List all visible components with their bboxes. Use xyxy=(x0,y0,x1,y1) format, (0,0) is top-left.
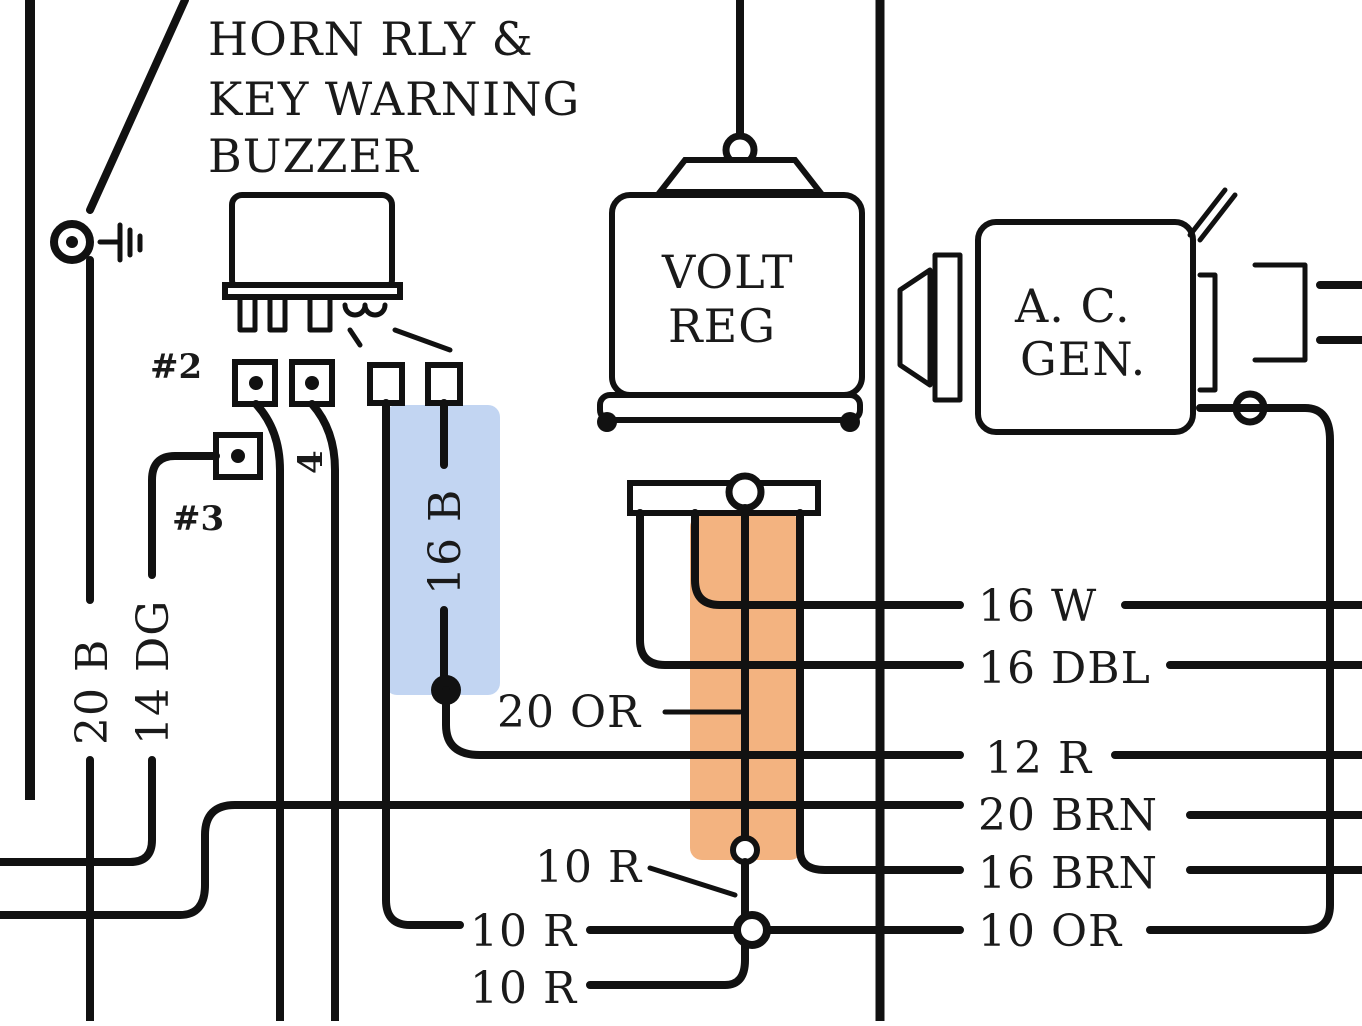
horn-relay-body xyxy=(229,192,395,293)
wire-label-12r: 12 R xyxy=(985,733,1093,784)
wire-terminal-a-down xyxy=(382,399,464,929)
wire-label-16b: 16 B xyxy=(420,489,471,595)
volt-reg-label-1: VOLT xyxy=(661,245,794,299)
wire-t2-down xyxy=(252,400,284,1025)
terminal-3-dot xyxy=(231,449,245,463)
wire-16b-to-12r xyxy=(442,686,964,759)
wire-label-10or: 10 OR xyxy=(978,906,1123,957)
volt-reg-connector xyxy=(627,480,821,516)
ac-gen-body xyxy=(975,219,1196,435)
terminal-4-connector xyxy=(289,359,335,407)
wire-t4-down xyxy=(308,400,339,1025)
wire-16dbl-from-reg xyxy=(636,509,964,669)
ground-strap xyxy=(86,0,189,214)
horn-relay-label-3: BUZZER xyxy=(208,129,419,183)
terminal-2-label: #2 xyxy=(150,347,202,387)
wire-label-14dg: 14 DG xyxy=(128,600,179,745)
horn-relay-label-2: KEY WARNING xyxy=(208,72,580,126)
horn-relay-pins xyxy=(237,297,388,333)
ground-bolt-center xyxy=(66,236,78,248)
ac-gen-label-1: A. C. xyxy=(1014,279,1131,333)
terminal-a-connector xyxy=(367,362,405,406)
volt-reg-cap xyxy=(653,157,827,195)
volt-reg-base xyxy=(597,392,863,423)
wire-label-20brn: 20 BRN xyxy=(978,790,1158,841)
wire-10r-b xyxy=(586,941,749,989)
wire-label-20b: 20 B xyxy=(67,639,118,745)
terminal-2-dot xyxy=(249,376,263,390)
terminal-b-connector xyxy=(425,362,463,406)
junction-10r xyxy=(733,911,771,949)
wire-16w-from-reg xyxy=(691,509,964,609)
wire-label-16w: 16 W xyxy=(978,581,1097,632)
wire-label-20or: 20 OR xyxy=(497,687,642,738)
ground-symbol xyxy=(97,222,143,263)
volt-reg-foot-left xyxy=(597,412,617,432)
ac-gen-belt-mark xyxy=(1187,187,1238,243)
horn-relay-base xyxy=(222,282,403,300)
ac-gen-right-bracket xyxy=(1197,262,1308,393)
ac-gen-label-2: GEN. xyxy=(1020,332,1146,386)
blue-highlight xyxy=(385,405,500,695)
horn-relay-leads xyxy=(347,327,453,353)
right-continuations xyxy=(1111,601,1362,874)
wire-16brn-from-reg xyxy=(796,509,964,874)
terminal-4-dot xyxy=(305,376,319,390)
volt-reg-connector-center xyxy=(725,472,765,512)
wire-label-10r-a: 10 R xyxy=(470,906,578,957)
volt-reg-label-2: REG xyxy=(668,299,776,353)
ac-gen-pulley-left xyxy=(897,252,963,403)
wire-label-10r-b: 10 R xyxy=(470,963,578,1014)
wire-label-16dbl: 16 DBL xyxy=(978,643,1151,694)
terminal-3-label: #3 xyxy=(172,499,224,539)
ac-gen-output-wires xyxy=(1316,281,1362,344)
wire-20brn xyxy=(0,801,964,919)
wire-label-10r-junction: 10 R xyxy=(535,842,643,893)
horn-relay-label-1: HORN RLY & xyxy=(208,12,534,66)
wire-14dg xyxy=(0,452,220,866)
wire-label-16brn: 16 BRN xyxy=(978,848,1158,899)
wire-10r-leader xyxy=(647,865,738,898)
volt-reg-foot-right xyxy=(840,412,860,432)
terminal-4-label: 4 xyxy=(291,450,331,474)
wire-10or xyxy=(1146,404,1334,934)
